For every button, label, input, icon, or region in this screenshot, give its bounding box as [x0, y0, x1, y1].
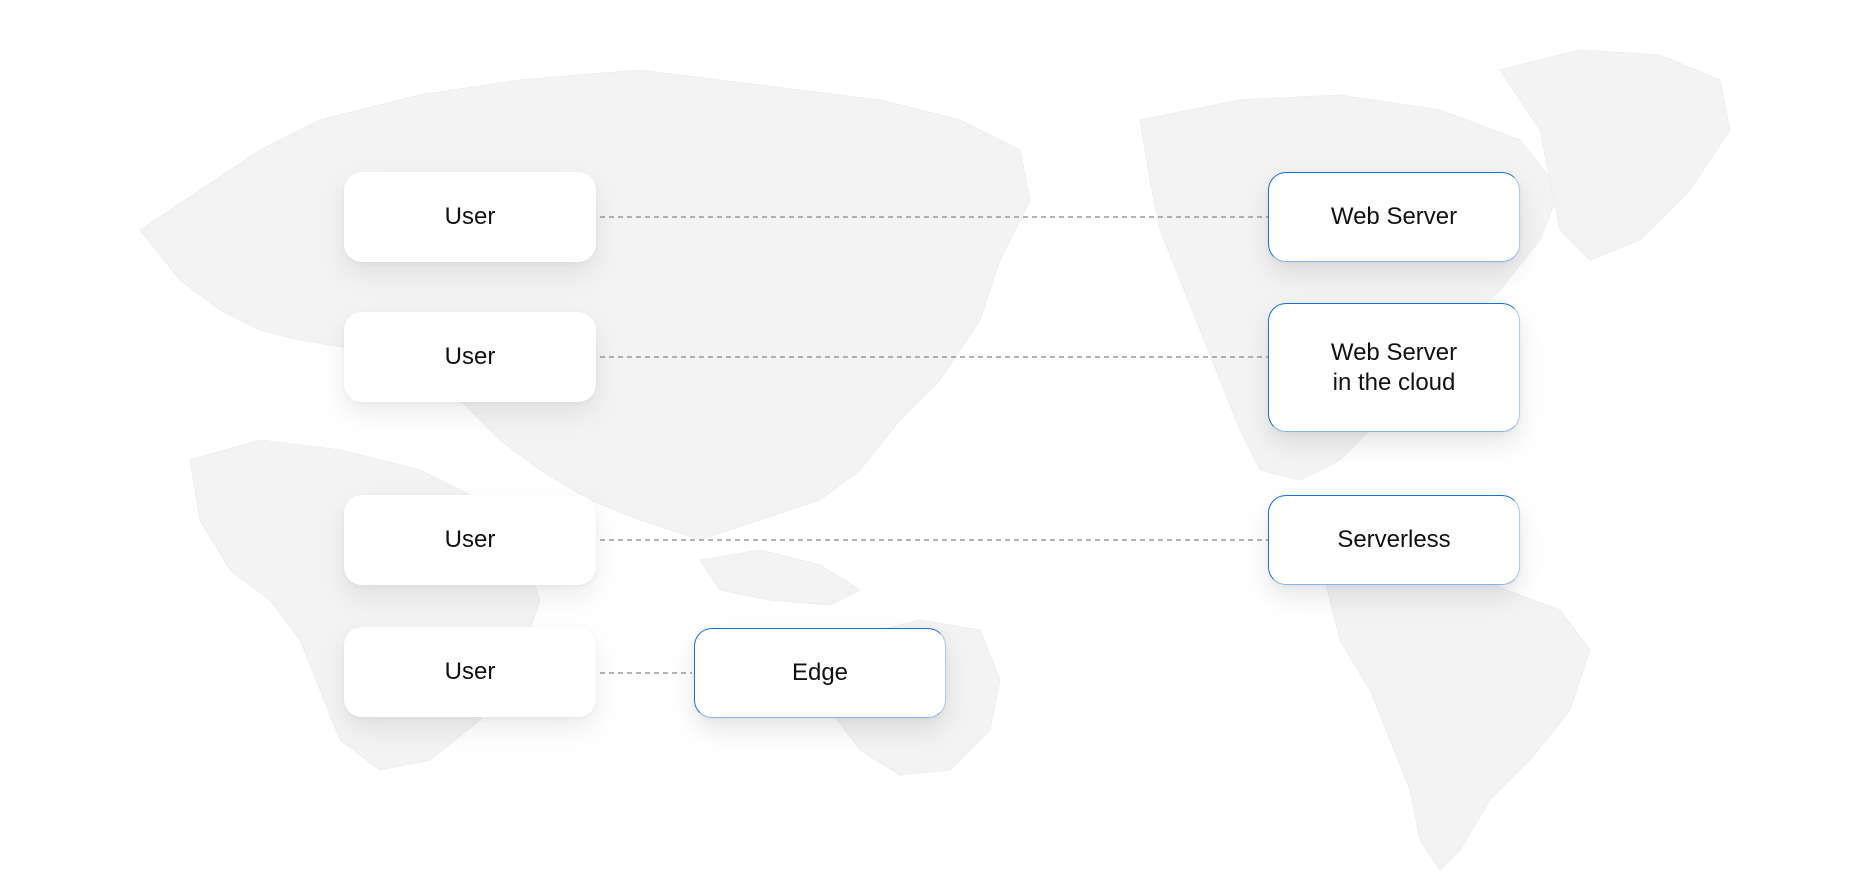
- user-node-label: User: [444, 343, 496, 370]
- edge-node: Edge: [694, 628, 946, 718]
- web-server-cloud-label: Web Server in the cloud: [1330, 338, 1458, 396]
- edge-label: Edge: [791, 659, 849, 686]
- user-node-1: User: [344, 172, 596, 262]
- map-landmass-greenland: [1499, 49, 1731, 261]
- map-landmass-indonesia: [699, 549, 862, 606]
- map-landmass-americas-south: [1319, 559, 1591, 871]
- serverless-node: Serverless: [1268, 495, 1520, 585]
- user-node-label: User: [444, 526, 496, 553]
- web-server-cloud-node: Web Server in the cloud: [1268, 303, 1520, 432]
- serverless-label: Serverless: [1337, 526, 1451, 553]
- user-node-3: User: [344, 495, 596, 585]
- user-node-2: User: [344, 312, 596, 402]
- user-node-label: User: [444, 203, 496, 230]
- user-node-4: User: [344, 627, 596, 717]
- web-server-node: Web Server: [1268, 172, 1520, 262]
- user-node-label: User: [444, 658, 496, 685]
- web-server-label: Web Server: [1330, 203, 1458, 230]
